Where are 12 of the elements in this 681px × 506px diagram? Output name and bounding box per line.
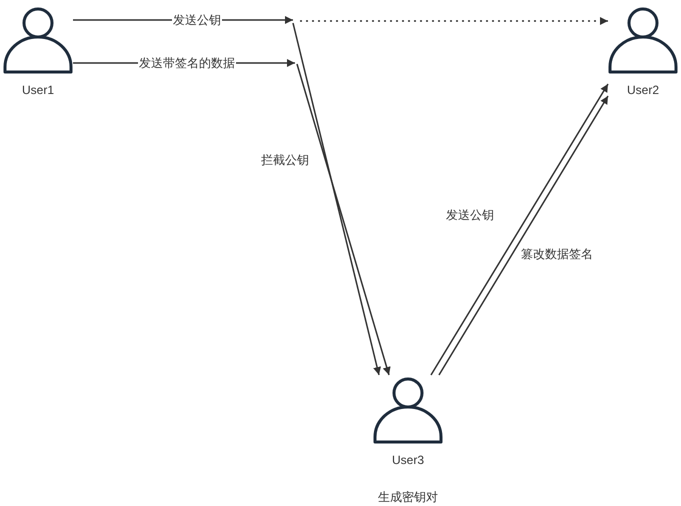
- note: 生成密钥对: [378, 490, 438, 504]
- edge-label: 拦截公钥: [261, 153, 309, 167]
- edge-label: 发送公钥: [446, 208, 494, 222]
- edge-label: 篡改数据签名: [521, 247, 593, 261]
- arrow: [296, 64, 391, 376]
- user-name: User3: [390, 453, 425, 467]
- dotted-arrow: [300, 17, 608, 25]
- user-name: User1: [20, 83, 55, 97]
- edge-label: 发送带签名的数据: [138, 56, 236, 70]
- arrow: [292, 22, 381, 376]
- user-name: User2: [626, 83, 660, 97]
- edge-label: 发送公钥: [172, 13, 222, 27]
